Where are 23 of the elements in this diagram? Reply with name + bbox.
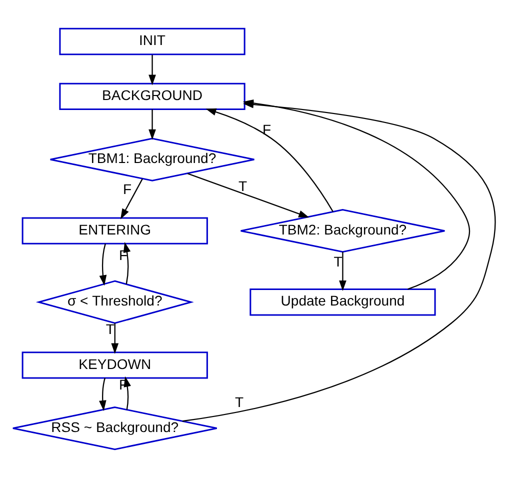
node-diamond: RSS ~ Background? [12, 406, 218, 450]
arrow [99, 378, 106, 411]
node-diamond: σ < Threshold? [36, 280, 194, 324]
edge-label: T [234, 394, 244, 410]
arrow [148, 54, 156, 86]
node-box: KEYDOWN [22, 352, 208, 379]
arrow [120, 178, 143, 220]
arrow [206, 108, 334, 212]
edge-label: T [334, 254, 342, 270]
arrow [182, 100, 496, 422]
node-box: Update Background [250, 288, 436, 316]
edge-label: F [262, 122, 272, 138]
arrow [123, 242, 131, 284]
arrow [187, 172, 310, 218]
edge-label: F [123, 181, 132, 198]
arrow [111, 323, 119, 354]
node-box: BACKGROUND [59, 82, 246, 110]
node-box: INIT [59, 28, 246, 56]
node-diamond: TBM1: Background? [50, 138, 255, 182]
node-box: ENTERING [22, 217, 208, 244]
arrow [99, 244, 107, 286]
arrow [339, 252, 346, 291]
arrow [148, 109, 156, 140]
